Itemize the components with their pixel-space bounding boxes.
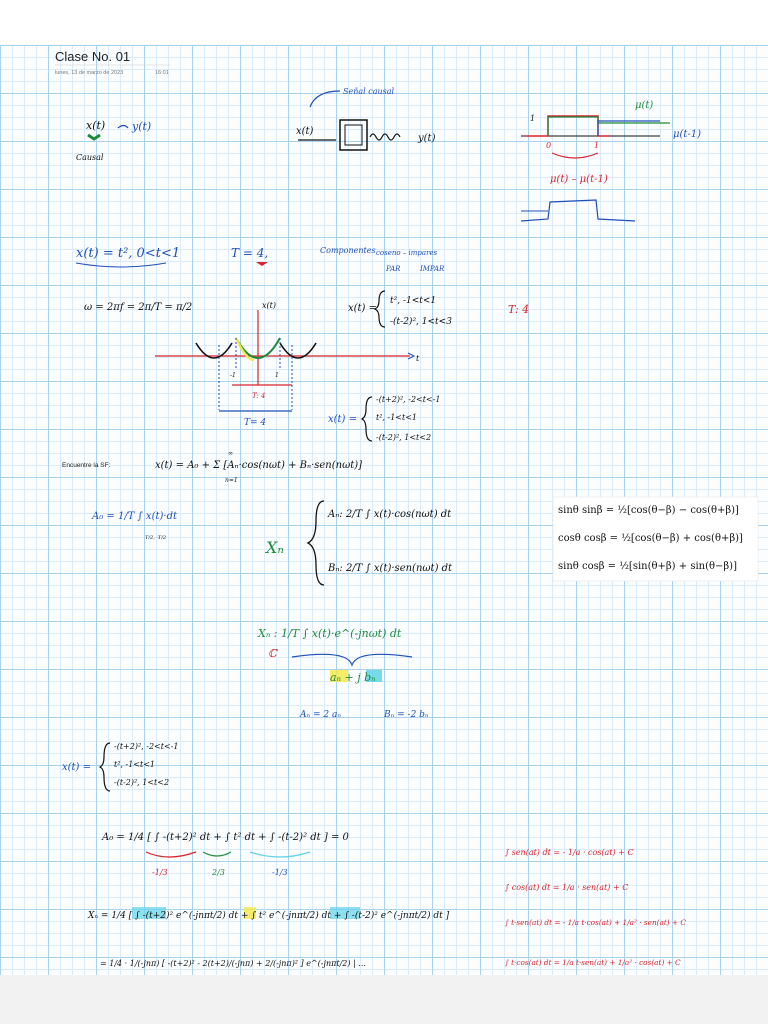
step-plot: 1 0 1 μ(t) μ(t-1) μ(t) – μ(t-1) [520, 100, 701, 222]
calc-xn-step2: = 1/4 · 1/(-jnπ) [ -(t+2)² - 2(t+2)/(-jn… [100, 959, 366, 968]
calc-a0: A₀ = 1/4 [ ∫ -(t+2)² dt + ∫ t² dt + ∫ -(… [101, 832, 349, 843]
page-title: Clase No. 01 [55, 49, 130, 64]
mu-shift-label: μ(t-1) [673, 129, 701, 140]
graph-period-blue: T= 4 [244, 418, 266, 428]
integral-t-cos: ∫ t·cos(at) dt = 1/a t·sen(at) + 1/a² · … [504, 958, 681, 967]
graph-neg1: -1 [230, 372, 236, 379]
integral-t-sen: ∫ t·sen(at) dt = - 1/a t·cos(at) + 1/a² … [504, 918, 686, 927]
identity-cos-cos: cosθ cosβ = ½[cos(θ−β) + cos(θ+β)] [558, 533, 743, 544]
box-y: y(t) [417, 133, 436, 144]
integral-cos: ∫ cos(at) dt = 1/a · sen(at) + C [505, 883, 628, 892]
series-xn: Xₙ [264, 538, 284, 557]
step-zero: 0 [546, 141, 551, 150]
page-date: lunes, 13 de marzo de 2023 [55, 70, 123, 76]
series-prompt: Encuentre la SF: [62, 462, 111, 469]
definition-period: T = 4, [231, 246, 268, 260]
piecewise2-row3: -(t-2)², 1<t<2 [376, 433, 431, 442]
definition-xt: x(t) = t², 0<t<1 [76, 246, 180, 261]
box-x: x(t) [296, 126, 314, 137]
mu-difference: μ(t) – μ(t-1) [550, 174, 608, 185]
notebook-page: Clase No. 01 lunes, 13 de marzo de 2023 … [0, 45, 768, 975]
identity-sin-sin: sinθ sinβ = ½[cos(θ−β) − cos(θ+β)] [558, 505, 739, 516]
series-sum-top: ∞ [228, 450, 233, 457]
definition-impar: IMPAR [419, 265, 445, 273]
piecewise3-lhs: x(t) = [62, 762, 91, 773]
piecewise2-row2: t², -1<t<1 [376, 413, 417, 422]
causal-label: Causal [76, 153, 104, 162]
calc-part1: -1/3 [152, 868, 168, 877]
piecewise1-row1: t², -1<t<1 [390, 296, 436, 306]
calc-part3: -1/3 [272, 868, 288, 877]
series-relation-b: Bₙ = -2 bₙ [383, 710, 429, 720]
piecewise2-lhs: x(t) = [328, 414, 357, 425]
calc-part2: 2/3 [211, 868, 225, 877]
piecewise2-row1: -(t+2)², -2<t<-1 [376, 395, 440, 404]
identity-sin-cos: sinθ cosβ = ½[sin(θ+β) + sin(θ−β)] [558, 561, 737, 572]
series-a0: A₀ = 1/T ∫ x(t)·dt [91, 511, 178, 522]
series-complex-set: ℂ [268, 647, 278, 660]
causal-arrow-y: y(t) [131, 120, 151, 133]
series-formula: x(t) = A₀ + Σ [Aₙ·cos(nωt) + Bₙ·sen(nωt)… [155, 460, 362, 471]
series-xn-complex: Xₙ : 1/T ∫ x(t)·e^(-jnωt) dt [257, 627, 402, 640]
piecewise3-row2: t², -1<t<1 [114, 760, 155, 769]
step-one: 1 [530, 114, 535, 123]
piecewise1-lhs: x(t) = [348, 303, 377, 314]
definition-components: Componentes [320, 246, 376, 255]
step-one-x: 1 [594, 141, 599, 150]
mu-label: μ(t) [635, 100, 653, 111]
causal-x: x(t) [86, 119, 105, 132]
handwritten-notes: Clase No. 01 lunes, 13 de marzo de 2023 … [55, 49, 759, 968]
graph-pos1: 1 [275, 372, 279, 379]
piecewise1-row2: -(t-2)², 1<t<3 [390, 316, 452, 327]
signal-label: Señal causal [343, 87, 395, 96]
definition-par-impar: coseno – impares [376, 249, 438, 257]
calc-xn: Xₙ = 1/4 [ ∫ -(t+2)² e^(-jnπt/2) dt + ∫ … [87, 910, 450, 921]
piecewise3-row3: -(t-2)², 1<t<2 [114, 778, 169, 787]
series-an: Aₙ: 2/T ∫ x(t)·cos(nωt) dt [327, 509, 452, 520]
graph-period-red: T: 4 [252, 392, 265, 400]
definition-par: PAR [385, 265, 401, 273]
piecewise1-period: T: 4 [508, 303, 529, 316]
omega-eq: ω = 2πf = 2π/T = π/2 [84, 302, 192, 313]
series-sum-bottom: n=1 [225, 477, 238, 484]
page-time: 16:01 [155, 70, 169, 76]
series-a0-lims: T/2, -T/2 [145, 535, 166, 541]
integral-sen: ∫ sen(at) dt = - 1/a · cos(at) + C [505, 848, 634, 857]
series-bn: Bₙ: 2/T ∫ x(t)·sen(nωt) dt [327, 563, 453, 574]
page-footer-area [0, 975, 768, 1024]
series-an-jbn: aₙ + j bₙ [330, 671, 376, 684]
graph-axis-y: x(t) [262, 301, 276, 310]
graph-axis-t: t [416, 354, 420, 363]
periodic-graph: x(t) t T: 4 -1 1 T= 4 [155, 301, 420, 428]
series-relation-a: Aₙ = 2 aₙ [299, 710, 341, 720]
piecewise3-row1: -(t+2)², -2<t<-1 [114, 742, 178, 751]
